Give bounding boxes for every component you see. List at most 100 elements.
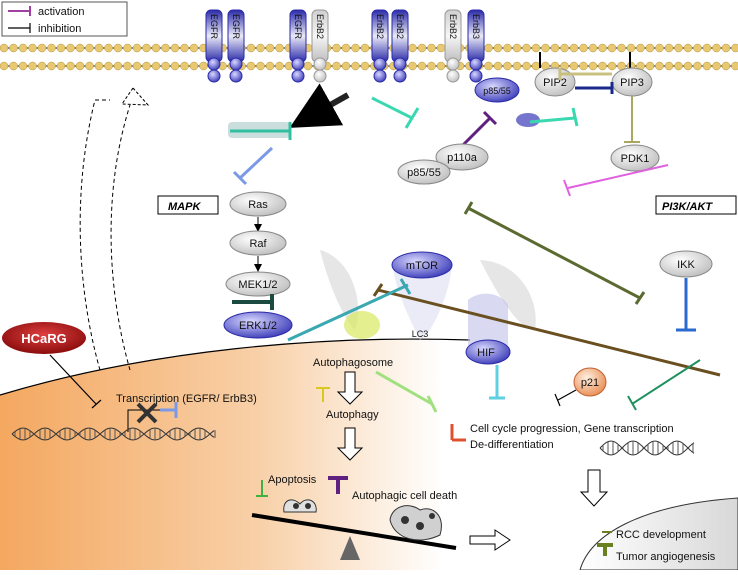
lipid-head: [76, 62, 84, 70]
lipid-head: [418, 44, 426, 52]
lipid-head: [523, 62, 531, 70]
lipid-head: [361, 44, 369, 52]
p85-bottom-label: p85/55: [407, 167, 441, 179]
hif-label: HIF: [477, 347, 495, 359]
pdk1-label: PDK1: [621, 153, 650, 165]
lipid-head: [722, 44, 730, 52]
lipid-head: [143, 62, 151, 70]
lipid-head: [732, 62, 738, 70]
lipid-head: [409, 62, 417, 70]
lipid-head: [437, 44, 445, 52]
receptor-erbb2-5: ErbB2: [392, 10, 408, 82]
lipid-head: [67, 44, 75, 52]
lipid-head: [57, 62, 65, 70]
lipid-head: [428, 62, 436, 70]
lipid-head: [114, 62, 122, 70]
lipid-head: [162, 44, 170, 52]
raf-label: Raf: [249, 238, 267, 250]
lipid-head: [190, 62, 198, 70]
lipid-head: [105, 44, 113, 52]
lipid-head: [133, 44, 141, 52]
lipid-head: [532, 62, 540, 70]
lipid-head: [646, 44, 654, 52]
receptor-label: ErbB2: [395, 14, 405, 39]
lipid-head: [181, 62, 189, 70]
lipid-head: [333, 44, 341, 52]
autophagosome-label: Autophagosome: [313, 357, 393, 369]
receptor-label: ErbB2: [448, 14, 458, 39]
lipid-head: [627, 44, 635, 52]
receptor-label: ErbB3: [471, 14, 481, 39]
lipid-head: [143, 44, 151, 52]
lipid-head: [713, 44, 721, 52]
lipid-head: [504, 44, 512, 52]
lipid-head: [675, 44, 683, 52]
plasma-membrane: [0, 44, 738, 70]
lipid-head: [418, 62, 426, 70]
lipid-head: [171, 44, 179, 52]
lipid-head: [76, 44, 84, 52]
lipid-head: [276, 44, 284, 52]
lipid-head: [171, 62, 179, 70]
lipid-head: [732, 44, 738, 52]
lipid-head: [266, 44, 274, 52]
lipid-head: [570, 44, 578, 52]
lipid-head: [133, 62, 141, 70]
receptor-label: ErbB2: [315, 14, 325, 39]
lipid-head: [713, 62, 721, 70]
lipid-head: [656, 44, 664, 52]
lipid-head: [10, 44, 18, 52]
lipid-head: [599, 62, 607, 70]
mapk-label: MAPK: [168, 201, 201, 213]
lipid-head: [190, 44, 198, 52]
lipid-head: [684, 44, 692, 52]
lipid-head: [580, 62, 588, 70]
lipid-head: [561, 44, 569, 52]
lipid-head: [504, 62, 512, 70]
lipid-head: [19, 62, 27, 70]
lipid-head: [599, 44, 607, 52]
apoptosis-label: Apoptosis: [268, 474, 317, 486]
lipid-head: [162, 62, 170, 70]
receptor-erbb2-3: ErbB2: [312, 10, 328, 82]
lipid-head: [722, 62, 730, 70]
lipid-head: [542, 44, 550, 52]
legend-inhibition-label: inhibition: [38, 23, 81, 35]
lipid-head: [152, 62, 160, 70]
lipid-head: [646, 62, 654, 70]
lipid-head: [580, 44, 588, 52]
pip2-label: PIP2: [543, 77, 567, 89]
receptor-egfr-1: EGFR: [228, 10, 244, 82]
lipid-head: [38, 62, 46, 70]
lipid-head: [247, 62, 255, 70]
receptor-label: EGFR: [293, 14, 303, 40]
lipid-head: [114, 44, 122, 52]
lipid-head: [57, 44, 65, 52]
lipid-head: [703, 44, 711, 52]
lipid-head: [152, 44, 160, 52]
lipid-head: [29, 62, 37, 70]
receptor-erbb2-4: ErbB2: [372, 10, 388, 82]
lipid-head: [437, 62, 445, 70]
lipid-head: [48, 62, 56, 70]
mtor-label: mTOR: [406, 260, 438, 272]
transcription-label: Transcription (EGFR/ ErbB3): [116, 393, 257, 405]
activation-arrow: [300, 95, 348, 122]
lipid-head: [0, 44, 8, 52]
legend: activation inhibition: [2, 2, 127, 36]
lipid-head: [352, 62, 360, 70]
lipid-head: [485, 44, 493, 52]
lipid-head: [409, 44, 417, 52]
lipid-head: [124, 44, 132, 52]
legend-activation-label: activation: [38, 6, 84, 18]
lipid-head: [257, 62, 265, 70]
lipid-head: [95, 62, 103, 70]
lipid-head: [485, 62, 493, 70]
receptor-egfr-2: EGFR: [290, 10, 306, 82]
feedback-dashed-arrow: [80, 100, 110, 370]
lipid-head: [0, 62, 8, 70]
receptor-label: EGFR: [209, 14, 219, 40]
lipid-head: [67, 62, 75, 70]
lipid-head: [124, 62, 132, 70]
lipid-head: [105, 62, 113, 70]
